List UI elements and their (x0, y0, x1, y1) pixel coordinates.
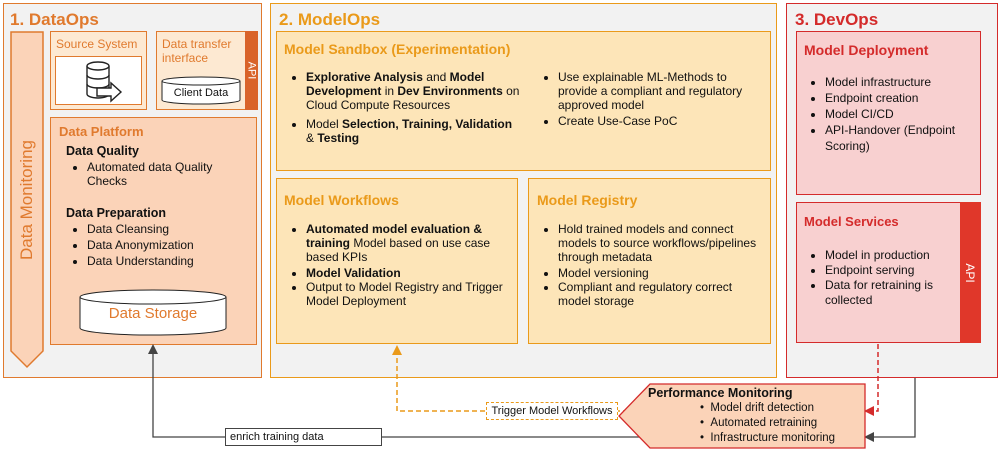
performance-monitoring-shape (618, 383, 866, 449)
sandbox-left-item: Model Selection, Training, Validation & … (306, 117, 523, 145)
performance-item-text: Automated retraining (710, 417, 818, 429)
trigger-model-workflows-label: Trigger Model Workflows (486, 402, 618, 420)
sandbox-text: on Cloud Compute Resources (306, 84, 520, 112)
sandbox-text: Model (306, 117, 343, 131)
client-data-label: Client Data (173, 87, 229, 99)
workflow-item: Automated model evaluation & training Mo… (306, 222, 510, 264)
data-quality-heading: Data Quality (66, 144, 139, 158)
services-item: Data for retraining is collected (825, 278, 957, 308)
workflow-item-bold: Automated model evaluation & training (306, 222, 483, 250)
sandbox-bold: Model Development (306, 70, 485, 98)
devops-api-bar (960, 202, 981, 343)
registry-item: Model versioning (558, 266, 765, 280)
sandbox-bold: Selection, Training, Validation (342, 117, 513, 131)
dataops-title: 1. DataOps (10, 10, 99, 29)
registry-item: Hold trained models and connect models t… (558, 222, 765, 264)
devops-to-performance-line (864, 378, 916, 442)
dataops-api-bar (245, 31, 258, 110)
data-quality-item: Automated data Quality Checks (87, 160, 239, 188)
source-system-inner (55, 56, 142, 105)
modelops-title: 2. ModelOps (279, 10, 381, 29)
trigger-line-up (392, 345, 485, 412)
data-monitoring-arrow (10, 31, 44, 369)
workflow-item: Output to Model Registry and Trigger Mod… (306, 280, 510, 308)
sandbox-bold: Testing (317, 131, 360, 145)
transfer-interface-label: Data transfer interface (162, 37, 232, 65)
data-preparation-heading: Data Preparation (66, 206, 167, 220)
services-to-performance-line (864, 344, 879, 416)
data-quality-list: Automated data Quality Checks (69, 160, 239, 188)
sandbox-right-list: Use explainable ML-Methods to provide a … (540, 70, 765, 128)
deployment-item: Model CI/CD (825, 106, 972, 122)
model-registry-box: Model Registry Hold trained models and c… (528, 178, 771, 344)
data-platform-box: Data Platform Data Quality Automated dat… (50, 117, 257, 345)
sandbox-text: in (381, 84, 398, 98)
data-storage-cylinder (79, 289, 227, 336)
enrich-training-data-label: enrich training data (225, 428, 382, 446)
data-platform-title: Data Platform (59, 124, 144, 139)
model-registry-title: Model Registry (537, 192, 638, 208)
sandbox-right-item: Create Use-Case PoC (558, 114, 765, 128)
performance-item: • Automated retraining (700, 417, 818, 429)
enrich-line-left (148, 344, 225, 438)
source-system-label: Source System (56, 37, 138, 51)
sandbox-left-item: Explorative Analysis and Model Developme… (306, 70, 523, 112)
data-prep-item: Data Anonymization (87, 237, 239, 253)
performance-list: • Model drift detection • Automated retr… (700, 401, 860, 446)
workflows-list: Automated model evaluation & training Mo… (288, 222, 510, 308)
model-services-title: Model Services (804, 214, 899, 229)
deployment-item: Model infrastructure (825, 74, 972, 90)
sandbox-bold: Dev Environments (397, 84, 503, 98)
model-workflows-title: Model Workflows (284, 192, 399, 208)
data-storage-label: Data Storage (108, 305, 198, 322)
services-list: Model in production Endpoint serving Dat… (807, 248, 957, 308)
performance-monitoring-title: Performance Monitoring (648, 386, 793, 400)
workflow-item-text: Model based on use case based KPIs (306, 236, 491, 264)
transfer-interface-box: Data transfer interface Client Data API (156, 31, 258, 110)
workflow-item-bold: Model Validation (306, 266, 401, 280)
sandbox-text: & (306, 131, 318, 145)
model-workflows-box: Model Workflows Automated model evaluati… (276, 178, 518, 344)
services-item: Endpoint serving (825, 263, 957, 278)
model-sandbox-box: Model Sandbox (Experimentation) Explorat… (276, 31, 771, 171)
performance-item-text: Model drift detection (710, 402, 814, 414)
model-sandbox-title: Model Sandbox (Experimentation) (284, 41, 511, 57)
model-services-box: Model Services Model in production Endpo… (796, 202, 981, 343)
services-item: Model in production (825, 248, 957, 263)
sandbox-right-item: Use explainable ML-Methods to provide a … (558, 70, 765, 112)
source-system-box: Source System (50, 31, 147, 110)
registry-list: Hold trained models and connect models t… (540, 222, 765, 308)
sandbox-bold: Explorative Analysis (306, 70, 423, 84)
sandbox-text: and (422, 70, 450, 84)
registry-item: Compliant and regulatory correct model s… (558, 280, 765, 308)
sandbox-left-list: Explorative Analysis and Model Developme… (288, 70, 523, 145)
deployment-list: Model infrastructure Endpoint creation M… (807, 74, 972, 154)
data-preparation-list: Data Cleansing Data Anonymization Data U… (69, 221, 239, 269)
model-deployment-title: Model Deployment (804, 42, 929, 58)
client-data-cylinder (161, 76, 241, 105)
performance-item: • Model drift detection (700, 402, 814, 414)
performance-item-text: Infrastructure monitoring (710, 432, 836, 444)
data-prep-item: Data Understanding (87, 253, 239, 269)
deployment-item: Endpoint creation (825, 90, 972, 106)
model-deployment-box: Model Deployment Model infrastructure En… (796, 31, 981, 195)
performance-item: • Infrastructure monitoring (700, 432, 836, 444)
data-prep-item: Data Cleansing (87, 221, 239, 237)
workflow-item: Model Validation (306, 266, 510, 280)
devops-title: 3. DevOps (795, 10, 879, 29)
database-import-icon (86, 61, 123, 103)
deployment-item: API-Handover (Endpoint Scoring) (825, 122, 972, 154)
